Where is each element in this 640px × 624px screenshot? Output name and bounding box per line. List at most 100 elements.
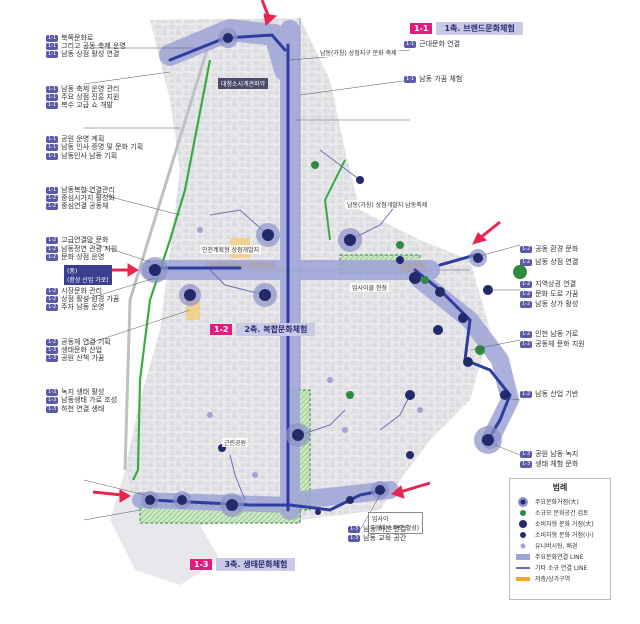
label-text: 북쪽문화로: [61, 34, 94, 42]
legend-symbol-main: [516, 496, 530, 507]
label-tag: 1-3: [46, 397, 59, 405]
label-tag: 1-3: [348, 526, 361, 533]
legend-symbol-lav: [516, 541, 530, 551]
legend-label: 소비자형 문화 거점(小): [535, 532, 594, 539]
label-tag: 1-3: [46, 389, 59, 397]
label-tag: 1-2: [520, 259, 533, 266]
legend-item-main: 주요문화거점(大): [516, 496, 610, 507]
label-tag: 1-3: [520, 451, 533, 458]
legend-symbol-band: [516, 552, 530, 562]
center-district-label: 대청소시계관파악: [218, 78, 269, 89]
label-text: 남동 산업 기반: [535, 390, 579, 398]
legend-label: 저층/상가구역: [535, 576, 571, 583]
minor-connection-lines: [209, 149, 411, 501]
lavender-nodes: [197, 227, 423, 478]
label-text: 남동정연 관광 지원: [61, 244, 118, 253]
legend-symbol-navy2: [516, 530, 530, 540]
label-text: 지역상권 연결: [535, 280, 577, 288]
label-text: 복수 고급 쇼 개발: [61, 101, 113, 109]
label-text: 남동생태 가로 조성: [61, 396, 118, 405]
label-text: 공동 환경 문화: [535, 245, 579, 253]
legend-label: 소규모 문화공간 검토: [535, 510, 589, 517]
label-text: 문화 도로 가꿈: [535, 290, 579, 298]
label-tag: 1-1: [46, 85, 59, 93]
legend-item-orange: 저층/상가구역: [516, 573, 610, 584]
label-text: 공원 운영 계획: [61, 135, 105, 144]
legend-label: 소비자형 문화 거점(大): [535, 521, 594, 528]
label-tag: 1-2: [520, 331, 533, 338]
label-text: 문화 상점 운영: [61, 252, 105, 261]
label-text: 남동 상점 연결: [535, 258, 579, 266]
legend-item-navy2: 소비자형 문화 거점(小): [516, 529, 610, 540]
bottom-right-box-label: 업사이 (생태 스마트 활성): [368, 512, 424, 534]
label-text: 주요 상점 진흥 지원: [61, 92, 120, 101]
label-tag: 1-1: [46, 102, 59, 109]
axis-title-2: 1-2 2축. 복합문화체험: [210, 323, 316, 336]
label-text: 남동 하천 연결: [363, 525, 407, 533]
label-text: 하천 연결 생태: [61, 404, 105, 413]
legend-item-green: 소규모 문화공간 검토: [516, 507, 610, 518]
east-text-label: 남동(가칭) 상점개발지 남동축제: [345, 200, 430, 209]
label-text: 고급연결망 문화: [61, 236, 109, 245]
label-text: 생태문화 산업: [61, 345, 103, 354]
label-tag: 1-1: [404, 41, 417, 48]
axis-num-1: 1-1: [410, 23, 433, 34]
label-tag: 1-2: [520, 281, 533, 288]
legend-item-band: 주요문화연결 LINE: [516, 551, 610, 562]
legend-title: 범례: [552, 483, 568, 492]
legend-label: 기타 소규 연결 LINE: [535, 565, 588, 572]
legend-item-line: 기타 소규 연결 LINE: [516, 562, 610, 573]
label-text: 남동복합 연결관리: [61, 185, 115, 194]
label-tag: 1-2: [46, 296, 59, 304]
label-text: 녹지 생태 활성: [61, 388, 105, 397]
label-tag: 1-2: [46, 203, 59, 211]
label-tag: 1-2: [520, 246, 533, 253]
label-text: 공동체 문화 지원: [535, 340, 585, 348]
label-text: 중심시가지 활성화: [61, 194, 115, 202]
label-tag: 1-1: [46, 43, 59, 51]
label-tag: 1-3: [46, 346, 59, 354]
axis-name-1: 1축. 브랜드문화체험: [436, 22, 523, 35]
label-text: 근대문화 연결: [419, 40, 461, 48]
legend-label: 주요문화연결 LINE: [535, 554, 584, 561]
label-text: 공동체 연결 기획: [61, 337, 111, 346]
label-text: 상점 활성 환경 가꿈: [61, 295, 120, 304]
label-tag: 1-3: [46, 405, 59, 413]
label-tag: 1-2: [46, 237, 59, 245]
label-tag: 1-2: [46, 253, 59, 261]
green-nodes: [311, 161, 527, 399]
axis-title-3: 1-3 3축. 생태문화체험: [190, 558, 296, 571]
label-tag: 1-1: [46, 93, 59, 101]
label-text: 중심연결 공동체: [61, 202, 109, 211]
legend-item-lav: 유니버시팅, 배경: [516, 540, 610, 551]
label-text: 남동 상가 활성: [535, 300, 579, 308]
legend-symbol-line: [516, 563, 530, 573]
